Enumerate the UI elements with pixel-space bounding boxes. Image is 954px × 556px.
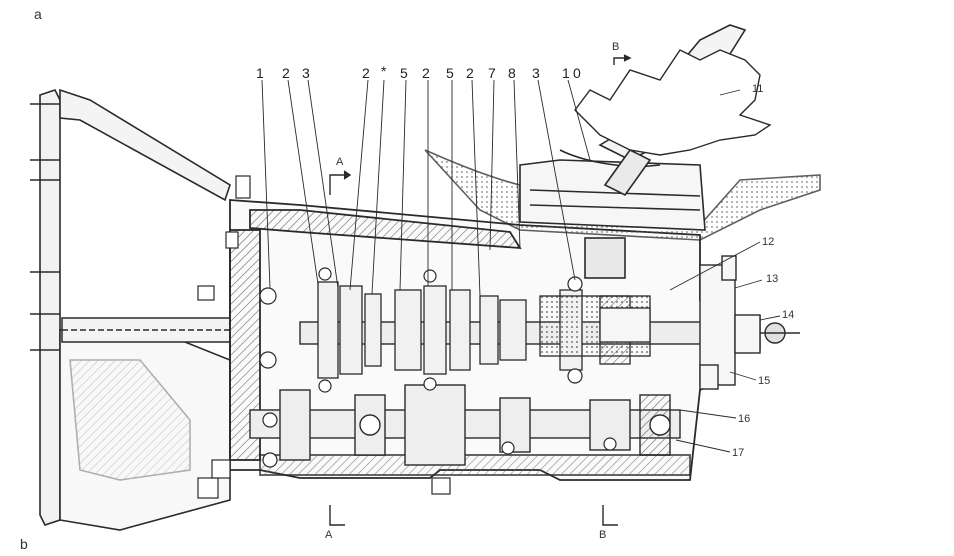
callout-5b: 5: [446, 65, 454, 81]
callout-13: 13: [766, 273, 779, 285]
callout-2d: 2: [466, 65, 474, 81]
corner-label-top: a: [34, 6, 42, 22]
leader-lines: [261, 79, 781, 453]
section-mark-a-top: A: [336, 156, 344, 168]
bell-housing: [30, 88, 231, 531]
callout-10-digit1: 1: [562, 65, 570, 81]
callout-3b: 3: [532, 65, 540, 81]
callout-2: 2: [282, 65, 290, 81]
callout-3: 3: [302, 65, 310, 81]
callout-16: 16: [738, 413, 751, 425]
callout-12: 12: [762, 236, 775, 248]
callout-11: 11: [752, 83, 764, 95]
callout-10-digit2: 0: [573, 65, 581, 81]
callout-8: 8: [508, 65, 516, 81]
callout-star: *: [381, 63, 387, 79]
callout-2b: 2: [362, 65, 370, 81]
callout-17: 17: [732, 447, 745, 459]
gear-lever: [559, 24, 772, 197]
callout-5: 5: [400, 65, 408, 81]
section-mark-a-bottom: A: [325, 529, 333, 541]
callout-2c: 2: [422, 65, 430, 81]
callout-15: 15: [758, 375, 771, 387]
synchronizer: [539, 295, 651, 357]
section-mark-b-bottom: B: [599, 529, 607, 541]
callout-14: 14: [782, 309, 795, 321]
shift-cover: [424, 149, 821, 279]
rear-extension: [699, 255, 761, 390]
bearings: [259, 267, 617, 468]
section-arrows: [329, 54, 632, 526]
callout-7: 7: [488, 65, 496, 81]
corner-label-bottom: b: [20, 536, 28, 552]
callout-1: 1: [256, 65, 264, 81]
section-mark-b-top: B: [612, 41, 620, 53]
bolts: [197, 175, 451, 499]
